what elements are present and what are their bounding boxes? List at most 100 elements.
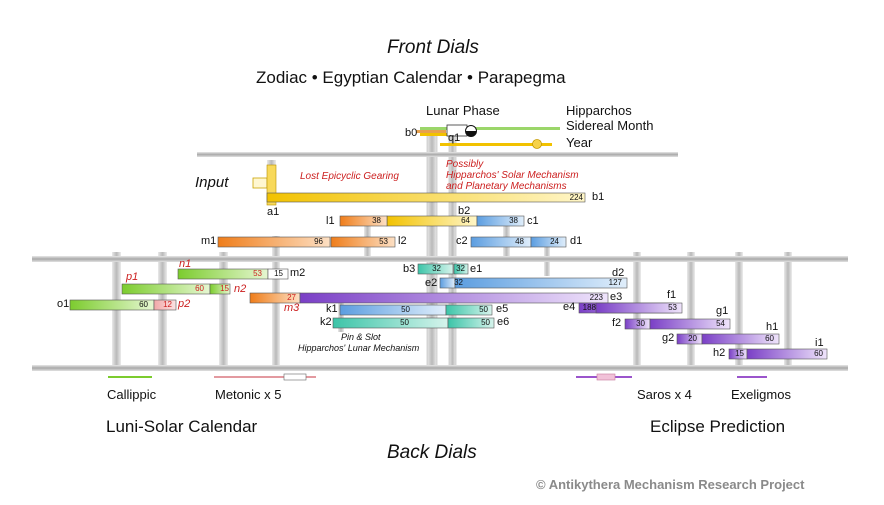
- gear-label-h2: h2: [713, 347, 726, 359]
- gear-i1: [746, 348, 828, 360]
- gear-teeth-e1: 32: [456, 264, 465, 273]
- gear-teeth-e5: 50: [479, 305, 488, 314]
- exeligmos-label: Exeligmos: [731, 387, 791, 402]
- gear-c1: [476, 215, 525, 227]
- gear-g1: [649, 318, 731, 330]
- sun-ball-icon: [532, 139, 542, 149]
- gear-label-k2: k2: [320, 316, 332, 328]
- gear-label-g1: g1: [716, 305, 729, 317]
- gear-teeth-c2: 48: [515, 237, 524, 246]
- lunar-phase-label: Lunar Phase: [426, 103, 500, 118]
- gear-n2: [209, 283, 231, 295]
- gear-e5: [445, 304, 493, 316]
- gear-teeth-k1: 50: [401, 305, 410, 314]
- gear-label-d2: d2: [612, 267, 625, 279]
- gear-label-k1: k1: [326, 303, 338, 315]
- gear-teeth-b2: 64: [461, 216, 470, 225]
- gear-m2: [267, 268, 289, 280]
- hipparchos-label: Hipparchos: [566, 103, 632, 118]
- gear-label-e2: e2: [425, 277, 438, 289]
- gear-label-a1: a1: [267, 206, 280, 218]
- front-pointers: [416, 124, 560, 149]
- gear-label-n1: n1: [179, 258, 192, 270]
- gear-teeth-p1: 60: [195, 284, 204, 293]
- gear-label-c2: c2: [456, 235, 468, 247]
- gear-teeth-m3: 27: [287, 293, 296, 302]
- gear-label-b3: b3: [403, 263, 416, 275]
- gear-e3: [299, 292, 609, 304]
- possibly-label-2: Hipparchos' Solar Mechanism: [446, 170, 579, 181]
- copyright: © Antikythera Mechanism Research Project: [536, 477, 805, 492]
- possibly-label-1: Possibly: [446, 159, 484, 170]
- gear-teeth-g2: 20: [688, 334, 697, 343]
- gear-l1: [339, 215, 388, 227]
- front-dials-title: Front Dials: [387, 37, 479, 58]
- possibly-label-3: and Planetary Mechanisms: [446, 181, 567, 192]
- hipparchos-lunar-label: Hipparchos' Lunar Mechanism: [298, 343, 420, 353]
- gear-label-e1: e1: [470, 263, 483, 275]
- gear-label-d1: d1: [570, 235, 583, 247]
- gear-e6: [447, 317, 495, 329]
- gear-teeth-c1: 38: [509, 216, 518, 225]
- gear-teeth-g1: 54: [716, 319, 725, 328]
- gear-label-e6: e6: [497, 316, 510, 328]
- gear-label-o1: o1: [57, 298, 70, 310]
- input-label: Input: [195, 174, 229, 191]
- axle-n: [219, 252, 228, 370]
- gear-teeth-d2: 127: [608, 278, 622, 287]
- axle-k: [338, 300, 344, 332]
- gear-label-e4: e4: [563, 301, 576, 313]
- gear-bars: [69, 192, 828, 360]
- axle-callippic: [112, 252, 121, 370]
- gear-label-m1: m1: [201, 235, 217, 247]
- gear-label-m2: m2: [290, 267, 306, 279]
- gear-teeth-e2: 32: [454, 278, 463, 287]
- gear-label-p2: p2: [178, 298, 191, 310]
- b0-pointer: [420, 133, 448, 136]
- back-pointers: [108, 373, 767, 381]
- front-dials-subtitle: Zodiac • Egyptian Calendar • Parapegma: [256, 68, 566, 87]
- axle-i: [784, 252, 792, 370]
- gear-teeth-h1: 60: [765, 334, 774, 343]
- metonic-pin: [283, 373, 307, 381]
- gear-label-p1: p1: [126, 271, 139, 283]
- gear-label-q1: q1: [448, 132, 461, 144]
- gear-teeth-i1: 60: [814, 349, 823, 358]
- year-pointer: [440, 143, 552, 146]
- gear-h1: [701, 333, 780, 345]
- gear-label-m3: m3: [284, 302, 300, 314]
- saros-label: Saros x 4: [637, 387, 692, 402]
- gear-teeth-n2: 15: [220, 284, 229, 293]
- gear-l2: [330, 236, 396, 248]
- gear-teeth-f2: 30: [636, 319, 645, 328]
- gear-d2: [454, 277, 628, 289]
- gear-teeth-b3: 32: [432, 264, 441, 273]
- saros-pin: [596, 373, 616, 381]
- gear-teeth-o1: 60: [139, 300, 148, 309]
- gear-teeth-e3: 223: [589, 293, 603, 302]
- gear-teeth-m1: 96: [314, 237, 323, 246]
- callippic-label: Callippic: [107, 387, 157, 402]
- eclipse-prediction-label: Eclipse Prediction: [650, 417, 786, 436]
- gear-label-l1: l1: [326, 215, 335, 227]
- gear-p2: [153, 299, 177, 311]
- gear-label-e3: e3: [610, 291, 623, 303]
- axle-b: [426, 127, 438, 369]
- front-plate: [197, 152, 678, 157]
- lost-epicyclic-label: Lost Epicyclic Gearing: [300, 171, 399, 182]
- gear-label-b1: b1: [592, 191, 605, 203]
- gear-f1: [595, 302, 683, 314]
- gear-teeth-f1: 53: [668, 303, 677, 312]
- pin-slot-label: Pin & Slot: [341, 332, 381, 342]
- gear-label-f2: f2: [612, 317, 622, 329]
- gear-label-c1: c1: [527, 215, 539, 227]
- input-crown-gear: [252, 177, 268, 189]
- gear-teeth-b1: 224: [569, 193, 583, 202]
- gear-e1: [453, 263, 469, 275]
- gear-teeth-m2: 15: [274, 269, 283, 278]
- lunar-phase-pointer: [420, 127, 560, 130]
- axle-g: [687, 252, 695, 370]
- back-plate: [32, 365, 848, 371]
